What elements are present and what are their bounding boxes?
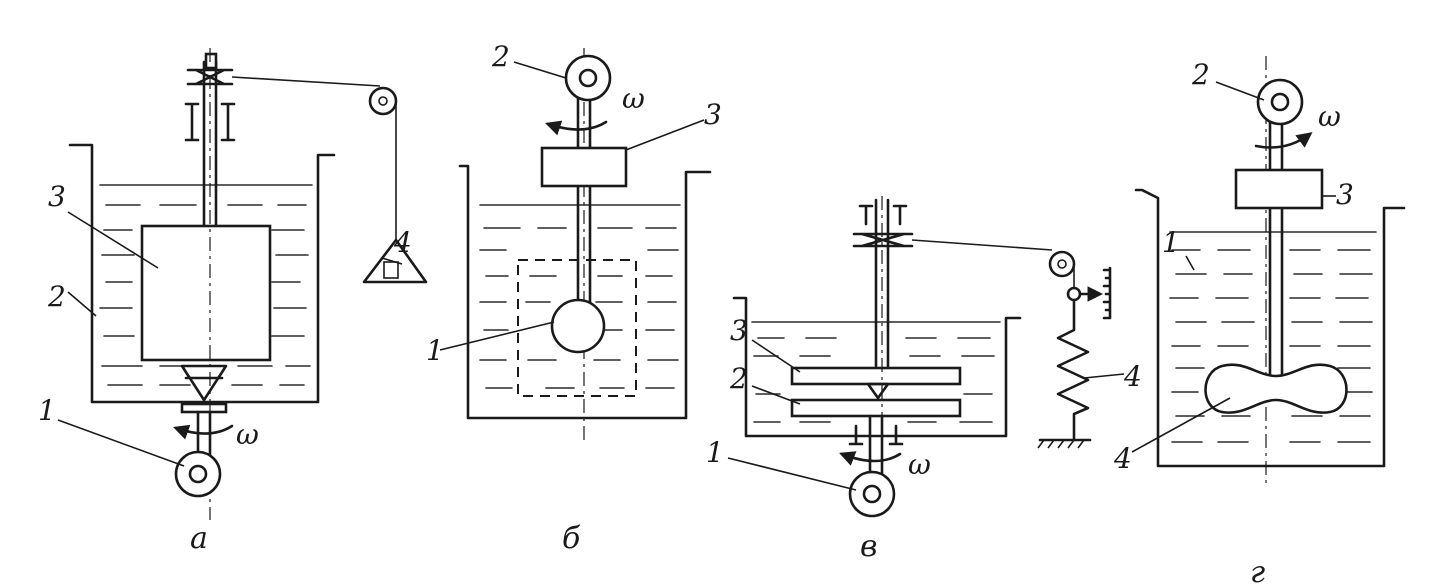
panel-g-label-4: 4: [1113, 442, 1132, 475]
panel-v-label-1: 1: [706, 436, 724, 469]
panel-a-motor: [174, 450, 222, 498]
panel-a-label-2: 2: [47, 280, 66, 313]
panel-v-vessel: [732, 296, 1022, 438]
panel-a-caption: а: [190, 521, 208, 556]
panel-v-label-2: 2: [729, 362, 748, 395]
panel-v-shaft: [852, 198, 914, 368]
panel-g-shaft: [1268, 116, 1284, 384]
panel-v-upper-disc: [790, 366, 962, 386]
panel-g-liquid: [1169, 231, 1377, 443]
panel-b-vessel: [458, 164, 712, 420]
panel-g-label-1: 1: [1162, 226, 1180, 259]
panel-v-lower-disc: [790, 398, 962, 418]
panel-b-label-1: 1: [426, 334, 444, 367]
panel-b-brake: [540, 146, 628, 188]
panel-v-label-3: 3: [730, 314, 748, 347]
panel-g-dumbbell: [1204, 363, 1348, 414]
panel-v-motor: [848, 470, 896, 518]
panel-g-caption: г: [1250, 555, 1265, 586]
panel-v-leaders: [727, 339, 1125, 491]
panel-a: 3 2 1 4 ω а: [38, 48, 428, 556]
panel-a-cylinder: [140, 224, 272, 362]
panel-a-label-3: 3: [48, 180, 66, 213]
panel-b-label-2: 2: [491, 40, 510, 73]
panel-v-caption: в: [860, 529, 877, 564]
panel-a-leaders: [57, 211, 403, 467]
panel-g: 2 3 1 4 ω г: [1113, 56, 1406, 586]
panel-b-ball: [550, 298, 606, 354]
panel-a-bottom-bearing: [180, 364, 228, 460]
panel-g-motor: [1256, 78, 1304, 126]
panel-b-leaders: [439, 61, 705, 351]
panel-v-rotation-arrow: [839, 451, 902, 466]
panel-v-pivot: [866, 382, 890, 400]
panel-b-motor: [564, 54, 612, 102]
panel-v-spring: [1056, 298, 1090, 442]
panel-g-label-2: 2: [1191, 58, 1210, 91]
panel-a-label-1: 1: [38, 394, 56, 427]
panel-g-label-3: 3: [1336, 178, 1354, 211]
panel-g-vessel: [1134, 188, 1406, 468]
panel-v-omega: ω: [908, 448, 931, 481]
panel-b-omega: ω: [622, 82, 645, 115]
panel-v-ground: [1037, 438, 1092, 449]
panel-v-bottom-shaft: [848, 414, 904, 478]
panel-b-label-3: 3: [704, 98, 722, 131]
panel-v: 3 2 1 4 ω в: [706, 196, 1142, 564]
panel-a-omega: ω: [236, 418, 259, 451]
panel-b-caption: б: [562, 521, 581, 556]
panel-a-rotation-arrow: [173, 424, 234, 440]
panel-g-brake: [1234, 168, 1324, 210]
panel-v-thread: [911, 239, 1076, 288]
panel-a-liquid: [99, 184, 313, 386]
panel-a-weight: [362, 238, 428, 284]
panel-b-liquid: [479, 204, 681, 389]
panel-g-rotation-arrow: [1254, 132, 1313, 149]
panel-b-rotation-arrow: [545, 120, 608, 136]
panel-b: 2 3 1 ω б: [426, 40, 722, 556]
panel-g-leaders: [1131, 81, 1336, 453]
panel-g-omega: ω: [1318, 100, 1341, 133]
panel-a-vessel: [68, 143, 336, 404]
panel-v-label-4: 4: [1123, 360, 1142, 393]
panel-a-thread: [231, 76, 398, 240]
panel-a-label-4: 4: [393, 226, 412, 259]
